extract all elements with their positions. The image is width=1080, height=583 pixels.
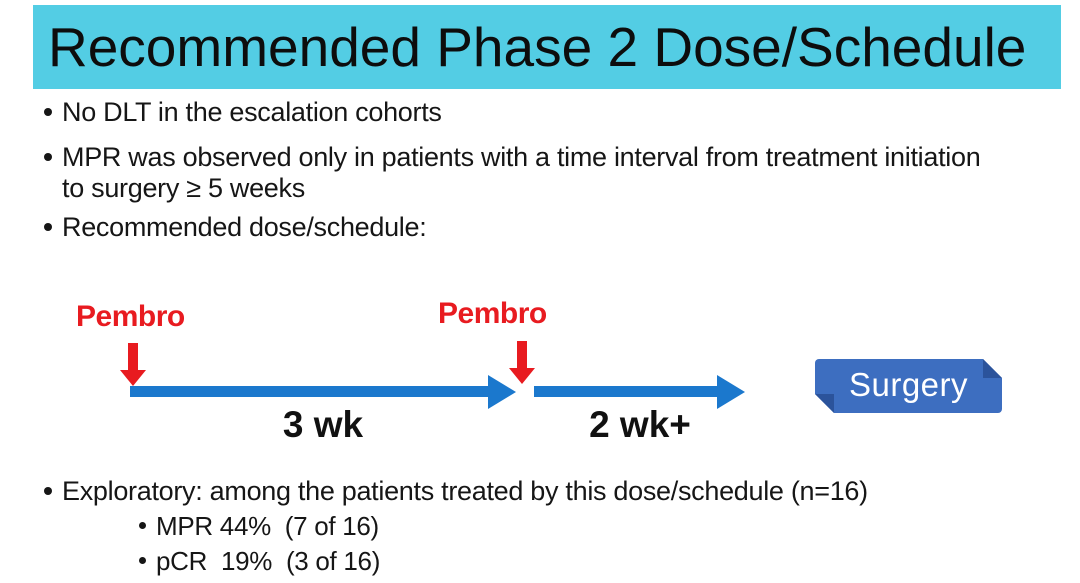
snipped-corner-bevel [815, 394, 834, 413]
timeline-arrow-1-shaft [130, 386, 490, 397]
pembro-label-2: Pembro [438, 297, 547, 330]
arrow-shaft [517, 341, 527, 368]
sub-bullet-text: MPR 44% (7 of 16) [156, 511, 379, 541]
timeline-arrow-2-shaft [534, 386, 719, 397]
slide-title: Recommended Phase 2 Dose/Schedule [48, 16, 1027, 78]
bullet-dot-icon [139, 522, 146, 529]
snipped-corner-bevel [983, 359, 1002, 378]
bullet-mpr-interval: MPR was observed only in patients with a… [44, 142, 986, 204]
bullet-dot-icon [44, 108, 52, 116]
bullet-text: Recommended dose/schedule: [62, 212, 427, 242]
arrow-head [120, 370, 146, 386]
surgery-box: Surgery [815, 359, 1002, 413]
bullet-text: MPR was observed only in patients with a… [62, 142, 981, 203]
title-banner: Recommended Phase 2 Dose/Schedule [33, 5, 1061, 89]
timeline-arrow-2-head-icon [717, 375, 745, 409]
pembro-label-1: Pembro [76, 300, 185, 333]
sub-bullet-pcr: pCR 19% (3 of 16) [139, 546, 380, 576]
bullet-dot-icon [139, 557, 146, 564]
bullet-no-dlt: No DLT in the escalation cohorts [44, 97, 442, 128]
bullet-exploratory: Exploratory: among the patients treated … [44, 476, 868, 507]
timeline-arrow-1-head-icon [488, 375, 516, 409]
surgery-label: Surgery [848, 366, 969, 403]
interval-label-2: 2 wk+ [589, 404, 691, 445]
bullet-text: No DLT in the escalation cohorts [62, 97, 442, 127]
bullet-dot-icon [44, 487, 52, 495]
red-down-arrow-icon [120, 343, 146, 387]
arrow-shaft [128, 343, 138, 370]
bullet-dot-icon [44, 153, 52, 161]
sub-bullet-text: pCR 19% (3 of 16) [156, 546, 381, 576]
bullet-text: Exploratory: among the patients treated … [62, 476, 868, 506]
sub-bullet-mpr: MPR 44% (7 of 16) [139, 511, 379, 541]
bullet-dot-icon [44, 223, 52, 231]
interval-label-1: 3 wk [282, 404, 364, 445]
bullet-recommended-schedule: Recommended dose/schedule: [44, 212, 427, 243]
